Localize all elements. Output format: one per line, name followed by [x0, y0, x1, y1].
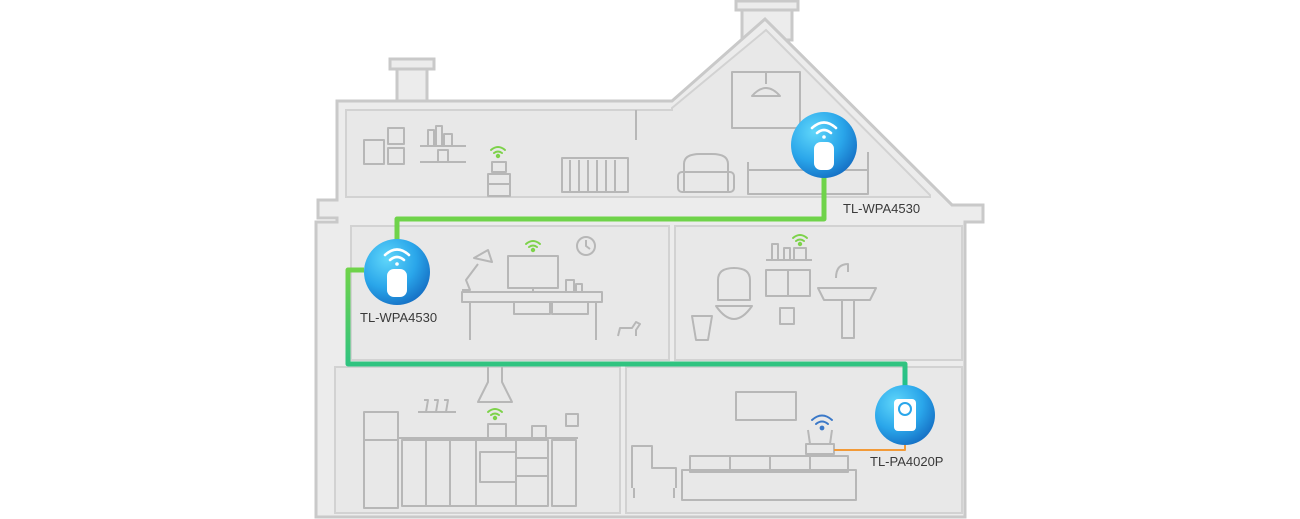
- powerline-plug-icon: [387, 269, 407, 297]
- device-label-wpa-top: TL-WPA4530: [843, 201, 920, 216]
- furniture: [363, 71, 877, 509]
- chimney-left-cap: [388, 57, 436, 71]
- device-pa-right: [875, 385, 935, 445]
- wifi-signal-icon-kitchen: [487, 408, 503, 421]
- room-bathroom: [674, 225, 963, 361]
- wifi-signal-icon-living: [811, 414, 833, 431]
- cable-top-segment: [394, 176, 827, 248]
- wifi-icon: [383, 248, 411, 266]
- wifi-signal-icon-attic: [490, 146, 506, 159]
- wifi-signal-icon-office: [525, 240, 541, 253]
- cable-lower-segment: [345, 267, 908, 390]
- chimney-left: [395, 66, 429, 106]
- socket-face-icon: [898, 402, 912, 416]
- wifi-signal-icon-bathroom: [792, 234, 808, 247]
- wifi-signals: [487, 146, 833, 431]
- wifi-icon: [810, 121, 838, 139]
- device-wpa-left: [364, 239, 430, 305]
- device-wpa-top: [791, 112, 857, 178]
- device-label-pa-right: TL-PA4020P: [870, 454, 943, 469]
- powerline-plug-icon: [814, 142, 834, 170]
- chimney-top-cap: [734, 0, 800, 12]
- device-label-wpa-left: TL-WPA4530: [360, 310, 437, 325]
